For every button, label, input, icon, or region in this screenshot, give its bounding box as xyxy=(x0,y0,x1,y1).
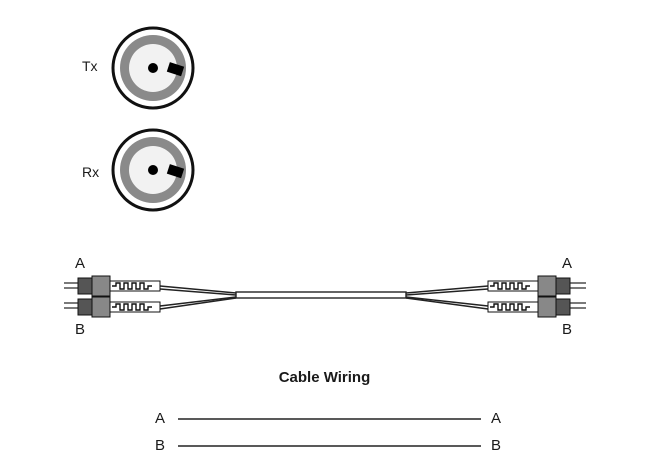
wiring-row-a-from: A xyxy=(155,410,166,427)
connector-right-b-icon xyxy=(487,296,586,318)
duplex-cable xyxy=(64,275,586,318)
wiring-title: Cable Wiring xyxy=(278,369,371,386)
cable-left-b-label: B xyxy=(75,321,86,338)
wiring-row-b-to: B xyxy=(491,437,502,454)
cable-right-b-label: B xyxy=(562,321,573,338)
wiring-row-a-to: A xyxy=(491,410,502,427)
wiring-row-b-from: B xyxy=(155,437,166,454)
connector-left-b-icon xyxy=(64,296,161,318)
rx-label: Rx xyxy=(82,164,100,180)
rx-port-icon xyxy=(111,128,195,212)
tx-label: Tx xyxy=(82,58,98,74)
cable-right-a-label: A xyxy=(562,255,573,272)
connector-left-a-icon xyxy=(64,275,161,297)
connector-right-a-icon xyxy=(487,275,586,297)
tx-port-icon xyxy=(111,26,195,110)
cable-left-a-label: A xyxy=(75,255,86,272)
